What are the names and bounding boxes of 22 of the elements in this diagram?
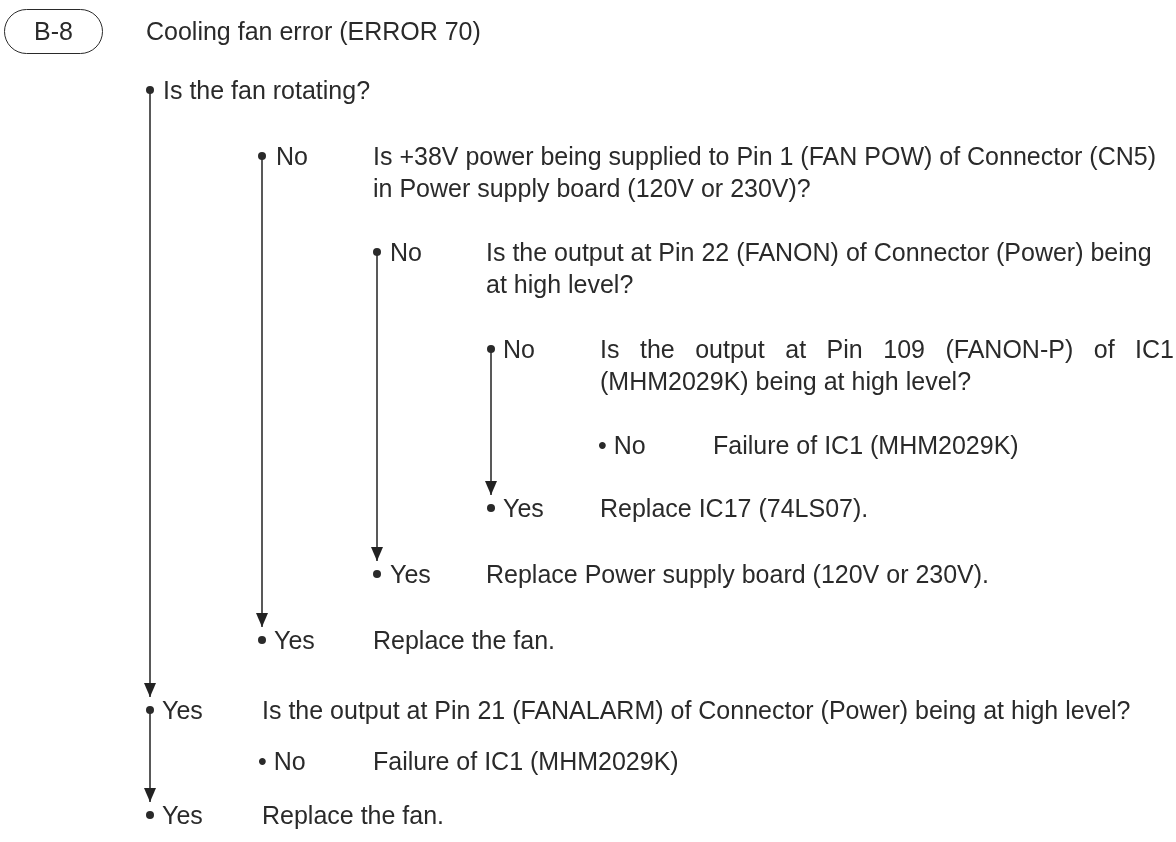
step-text: Is the output at Pin 21 (FANALARM) of Connector (Power) being at high level? bbox=[262, 695, 1132, 726]
answer-label: No bbox=[276, 141, 309, 172]
answer-label: • No bbox=[598, 430, 646, 461]
answer-label: Yes bbox=[274, 625, 316, 656]
step-text: Replace Power supply board (120V or 230V). bbox=[486, 559, 991, 590]
answer-label: Yes bbox=[162, 800, 204, 831]
step-text: Replace the fan. bbox=[373, 625, 557, 656]
answer-label: Yes bbox=[503, 493, 545, 524]
step-text: Failure of IC1 (MHM2029K) bbox=[713, 430, 1019, 461]
step-text: Replace the fan. bbox=[262, 800, 446, 831]
step-text: Failure of IC1 (MHM2029K) bbox=[373, 746, 679, 777]
title: Cooling fan error (ERROR 70) bbox=[146, 16, 481, 47]
answer-label: Yes bbox=[162, 695, 204, 726]
answer-label: No bbox=[503, 334, 536, 365]
step-text: Is the fan rotating? bbox=[163, 75, 371, 106]
step-text: Is the output at Pin 109 (FANON-P) of IC1 (MHM2029K) being at high level? bbox=[600, 334, 1174, 397]
step-text: Is the output at Pin 22 (FANON) of Connector (Power) being at high level? bbox=[486, 237, 1153, 300]
answer-label: • No bbox=[258, 746, 306, 777]
step-text: Is +38V power being supplied to Pin 1 (FAN POW) of Connector (CN5) in Power supply board (120V or 230V)? bbox=[373, 141, 1157, 204]
answer-label: No bbox=[390, 237, 423, 268]
answer-label: Yes bbox=[390, 559, 432, 590]
step-text: Replace IC17 (74LS07). bbox=[600, 493, 870, 524]
